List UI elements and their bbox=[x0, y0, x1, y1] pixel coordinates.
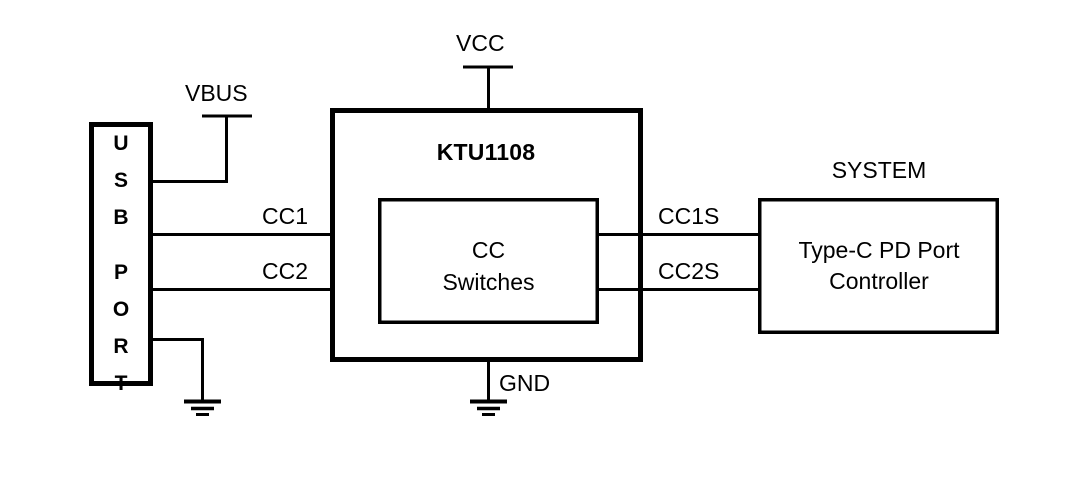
usb-letter-s: S bbox=[113, 169, 128, 192]
cc-switches-line2: Switches bbox=[442, 269, 535, 295]
cc1s-label: CC1S bbox=[658, 203, 720, 229]
cc-switches-line1: CC bbox=[471, 237, 506, 263]
cc-switches-block bbox=[378, 198, 599, 324]
usb-port-label: U S B P O R T bbox=[91, 133, 151, 394]
cc2s-label: CC2S bbox=[658, 258, 720, 284]
vcc-label: VCC bbox=[456, 30, 505, 56]
system-block-line2: Controller bbox=[829, 268, 929, 294]
usb-letter-r: R bbox=[113, 335, 129, 358]
usb-port-box bbox=[89, 122, 153, 386]
gnd-label: GND bbox=[499, 370, 551, 396]
cc1-label: CC1 bbox=[262, 203, 309, 229]
chip-part-number: KTU1108 bbox=[436, 139, 536, 165]
system-block-line1: Type-C PD Port bbox=[798, 237, 960, 263]
vbus-label: VBUS bbox=[185, 80, 248, 106]
usb-letter-u: U bbox=[113, 132, 129, 155]
system-controller-box bbox=[758, 198, 999, 334]
usb-letter-t: T bbox=[114, 372, 128, 395]
system-heading: SYSTEM bbox=[831, 157, 927, 183]
usb-letter-b: B bbox=[113, 206, 129, 229]
usb-letter-o: O bbox=[112, 298, 130, 321]
usb-letter-p: P bbox=[113, 261, 128, 284]
cc2-label: CC2 bbox=[262, 258, 309, 284]
